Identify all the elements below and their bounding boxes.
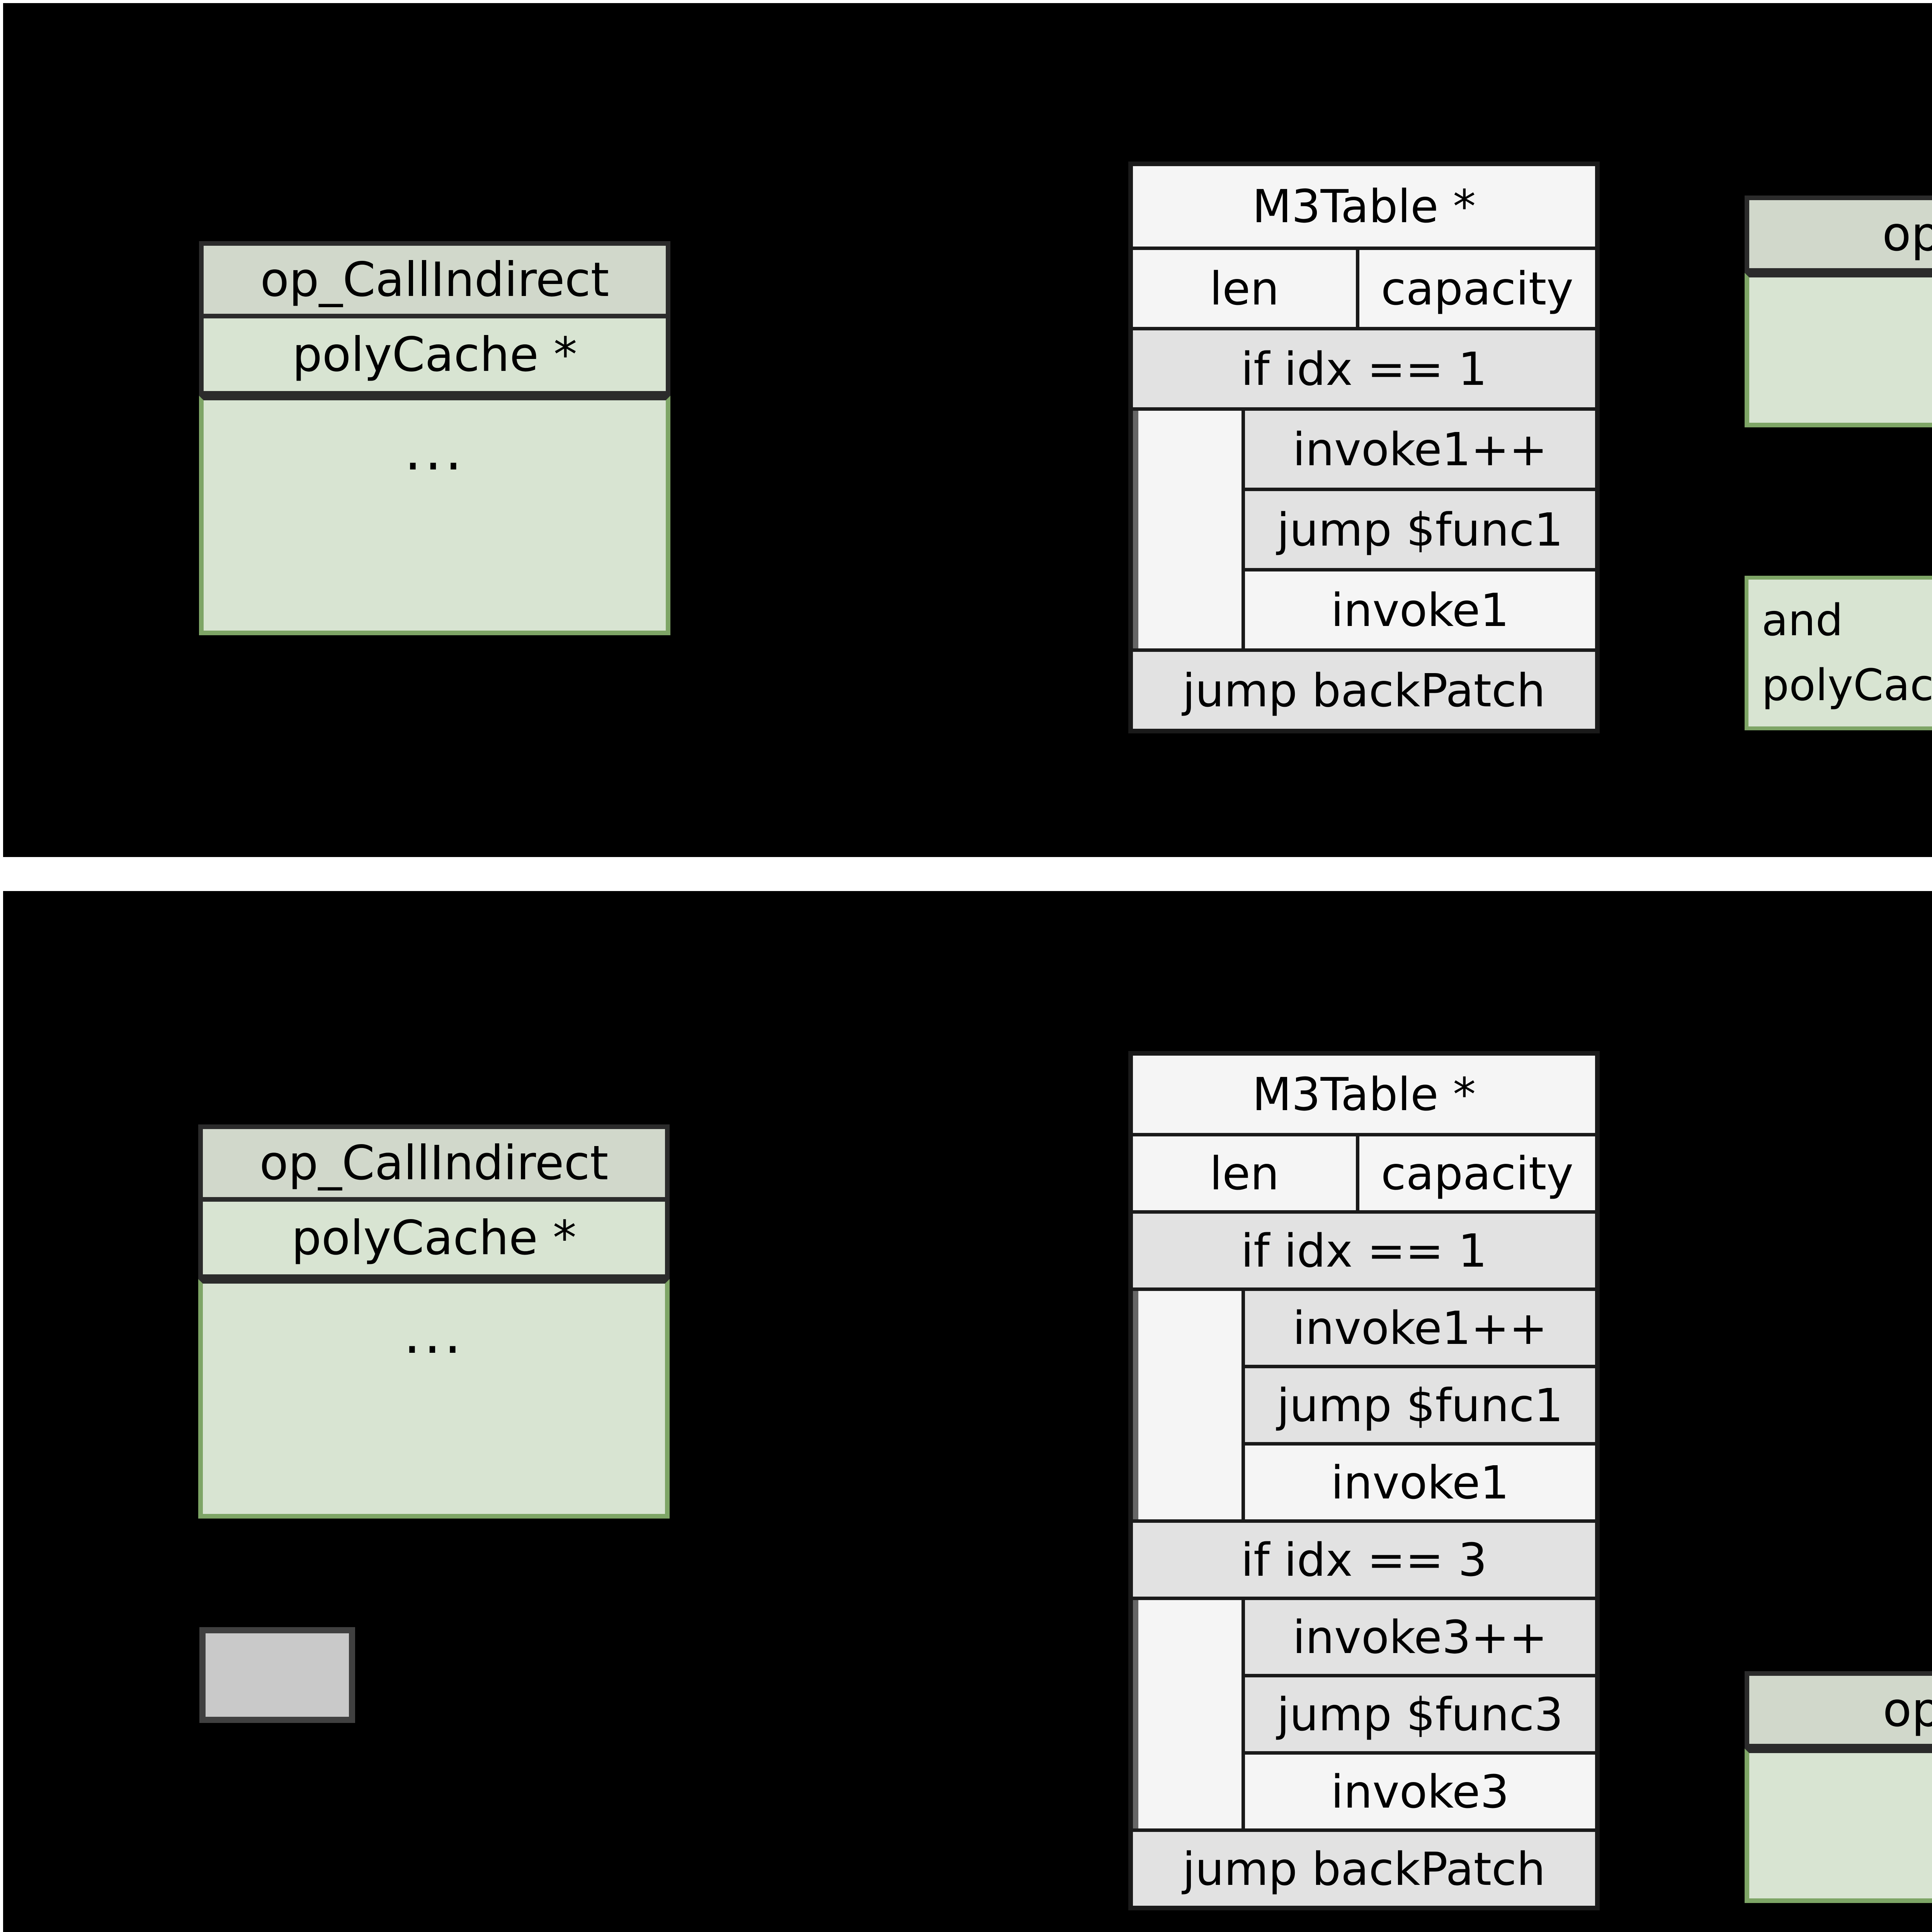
m3table-instruction: invoke1 — [1245, 1442, 1595, 1519]
m3table-instruction: jump $func1 — [1245, 1365, 1595, 1442]
struct-op-callindirect: op_CallIndirect polyCache * ... — [199, 241, 670, 635]
empty-gray-box — [199, 1627, 355, 1723]
struct-op-callindirect: op_CallIndirect polyCache * ... — [198, 1124, 670, 1519]
struct-title: op_CallIndirect — [199, 241, 670, 318]
m3table: M3Table * len capacity if idx == 1 invok… — [1128, 1051, 1600, 1910]
m3table-instruction: invoke3++ — [1245, 1600, 1595, 1674]
struct-title: op_Entry — [1745, 1671, 1932, 1748]
struct-title: op_Entry — [1745, 196, 1932, 273]
m3table-title: M3Table * — [1133, 166, 1595, 247]
m3table-len-capacity-row: len capacity — [1133, 247, 1595, 327]
m3table-indent-spacer — [1133, 411, 1245, 648]
struct-op-entry: op_Entry ... — [1745, 1671, 1932, 1903]
m3table-instruction: jump $func1 — [1245, 488, 1595, 568]
m3table-condition-row: if idx == 1 — [1133, 1210, 1595, 1287]
m3table-instruction-list: invoke3++ jump $func3 invoke3 — [1245, 1600, 1595, 1828]
m3table-len-cell: len — [1133, 250, 1360, 327]
m3table-footer-row: jump backPatch — [1133, 648, 1595, 729]
m3table-indent-spacer — [1133, 1291, 1245, 1519]
m3table-len-capacity-row: len capacity — [1133, 1133, 1595, 1210]
struct-body-ellipsis: ... — [198, 1279, 670, 1519]
struct-op-entry: op_Entry ... — [1745, 196, 1932, 427]
note-line: function lookup and — [1762, 531, 1932, 646]
m3table-instruction-list: invoke1++ jump $func1 invoke1 — [1245, 411, 1595, 648]
m3table-indent-spacer — [1133, 1600, 1245, 1828]
panel-before-patch: op_CallIndirect polyCache * ... M3Table … — [3, 3, 1932, 857]
m3table-instruction: invoke1++ — [1245, 411, 1595, 488]
m3table-instruction-group: invoke3++ jump $func3 invoke3 — [1133, 1597, 1595, 1828]
struct-body-ellipsis: ... — [199, 396, 670, 635]
m3table-len-cell: len — [1133, 1136, 1360, 1210]
m3table-condition-row: if idx == 1 — [1133, 327, 1595, 407]
struct-title: op_CallIndirect — [198, 1124, 670, 1202]
m3table-condition-row: if idx == 3 — [1133, 1519, 1595, 1597]
m3table-instruction-list: invoke1++ jump $func1 invoke1 — [1245, 1291, 1595, 1519]
note-line: polyCache patching — [1762, 660, 1932, 776]
struct-field-polycache: polyCache * — [198, 1202, 670, 1279]
struct-body-ellipsis: ... — [1745, 273, 1932, 427]
panel-after-patch: op_CallIndirect polyCache * ... M3Table … — [3, 891, 1932, 1932]
m3table: M3Table * len capacity if idx == 1 invok… — [1128, 162, 1600, 733]
m3table-instruction: invoke3 — [1245, 1751, 1595, 1828]
note-function-lookup: function lookup and polyCache patching — [1745, 531, 1932, 776]
m3table-instruction: invoke1 — [1245, 568, 1595, 648]
m3table-capacity-cell: capacity — [1359, 250, 1595, 327]
struct-field-polycache: polyCache * — [199, 318, 670, 396]
struct-body-ellipsis: ... — [1745, 1748, 1932, 1903]
m3table-instruction-group: invoke1++ jump $func1 invoke1 — [1133, 1287, 1595, 1519]
m3table-title: M3Table * — [1133, 1056, 1595, 1133]
m3table-instruction-group: invoke1++ jump $func1 invoke1 — [1133, 407, 1595, 648]
m3table-capacity-cell: capacity — [1359, 1136, 1595, 1210]
m3table-instruction: jump $func3 — [1245, 1674, 1595, 1751]
m3table-footer-row: jump backPatch — [1133, 1828, 1595, 1906]
m3table-instruction: invoke1++ — [1245, 1291, 1595, 1365]
